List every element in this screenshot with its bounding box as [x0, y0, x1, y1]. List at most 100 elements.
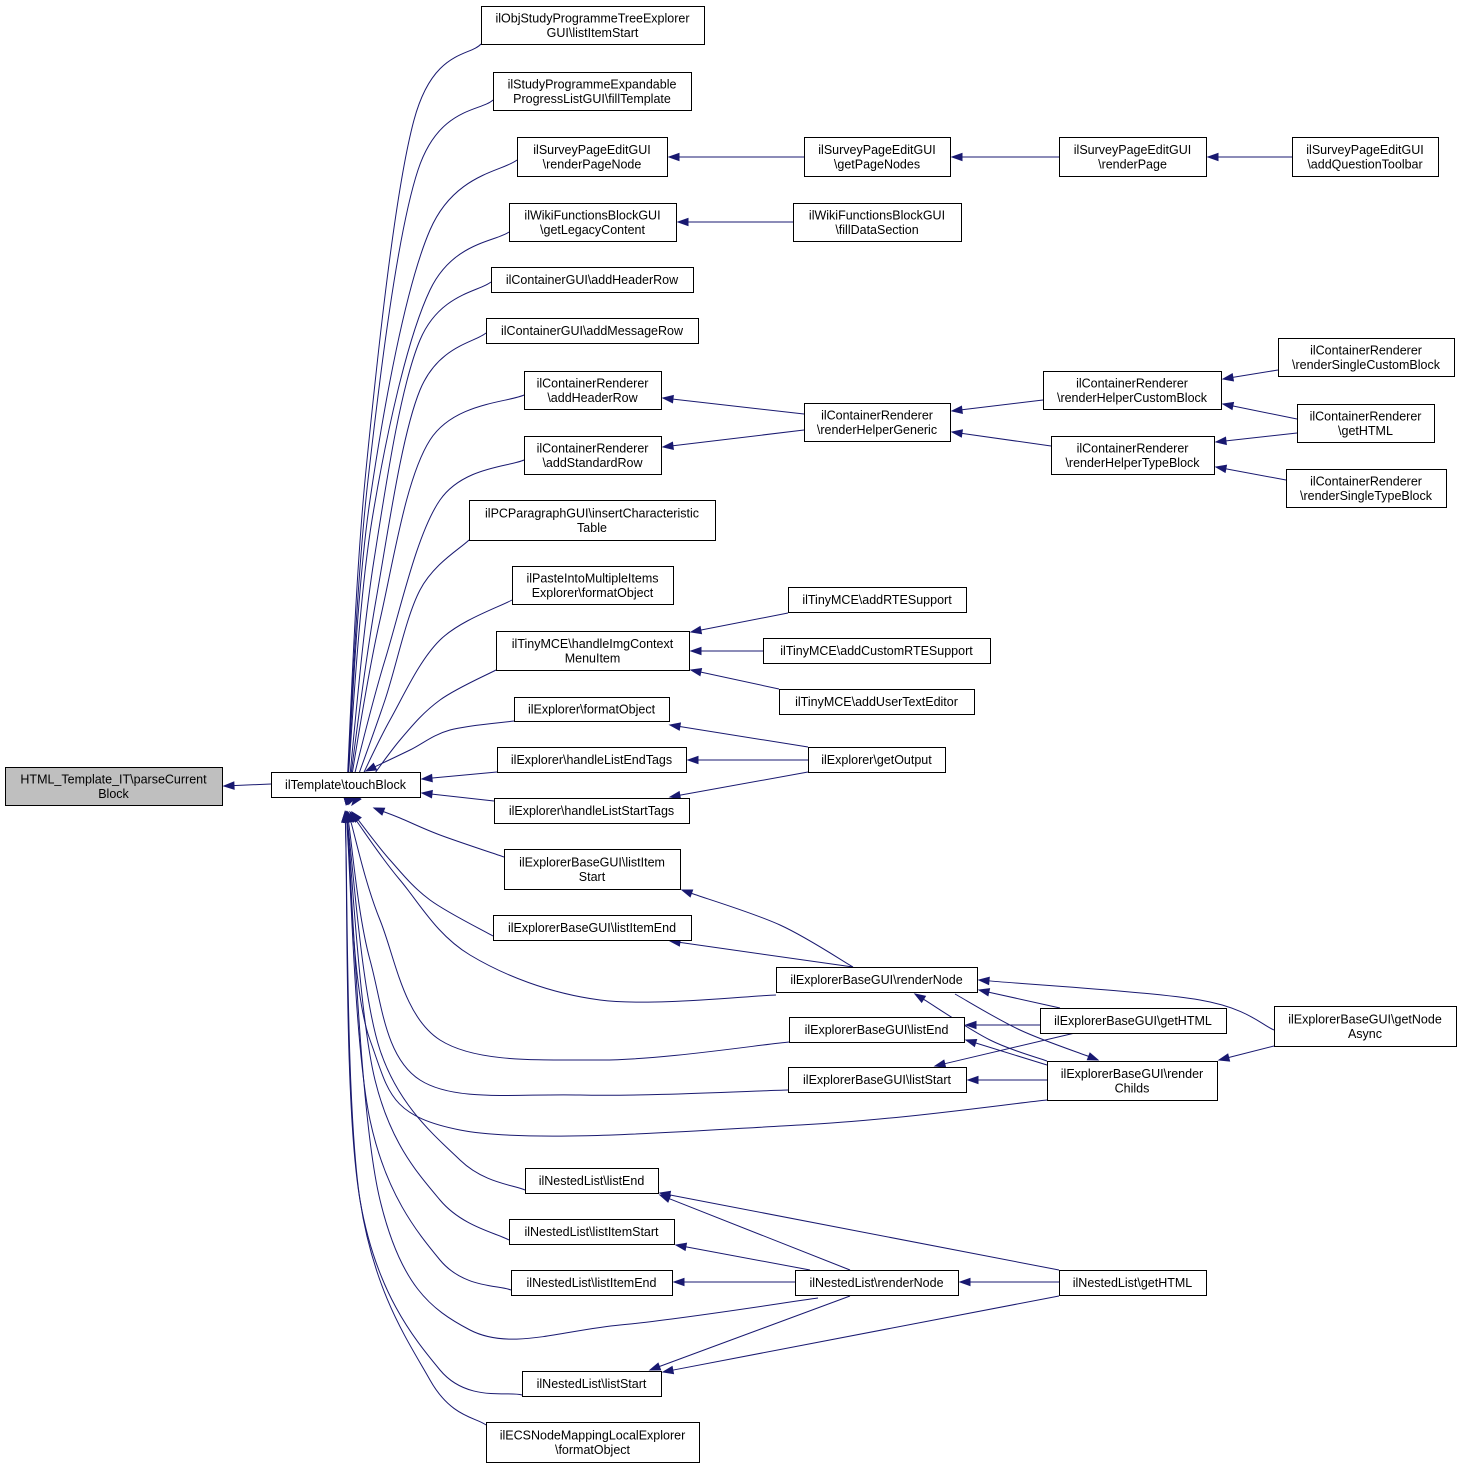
node-box	[271, 772, 421, 798]
node-n34[interactable]: ilNestedList\getHTML	[1059, 1270, 1207, 1296]
node-n12[interactable]: ilContainerRenderer\renderSingleCustomBl…	[1278, 338, 1455, 377]
node-label-line: \renderHelperTypeBlock	[1065, 456, 1200, 470]
edge-line	[1231, 369, 1279, 379]
node-label-line: ilSurveyPageEditGUI	[533, 143, 650, 157]
node-box	[804, 403, 951, 442]
node-label-line: ilExplorerBaseGUI\listItem	[519, 855, 665, 869]
edge-n24-to-n23	[668, 938, 854, 968]
edge-line	[699, 612, 789, 631]
edge-line	[922, 998, 1048, 1062]
edge-n17c-to-n17	[689, 668, 780, 690]
node-n20[interactable]: ilExplorer\handleListStartTags	[494, 798, 690, 824]
node-n17b[interactable]: ilTinyMCE\addCustomRTESupport	[763, 638, 991, 664]
node-n18[interactable]: ilExplorer\formatObject	[514, 697, 670, 722]
node-n21[interactable]: ilExplorer\getOutput	[808, 747, 946, 773]
node-n27[interactable]: ilExplorerBaseGUI\getHTML	[1040, 1008, 1227, 1034]
arrowhead	[689, 668, 703, 677]
node-n33[interactable]: ilNestedList\renderNode	[795, 1270, 959, 1296]
node-n11[interactable]: ilContainerRenderer\renderHelperTypeBloc…	[1051, 436, 1215, 475]
node-n32[interactable]: ilNestedList\listItemEnd	[511, 1270, 673, 1296]
node-n2[interactable]: ilStudyProgrammeExpandableProgressListGU…	[493, 72, 692, 111]
node-n17c[interactable]: ilTinyMCE\addUserTextEditor	[779, 689, 975, 715]
edge-n30-to-touch	[343, 810, 526, 1191]
edge-line	[348, 394, 525, 796]
node-n4[interactable]: ilWikiFunctionsBlockGUI\getLegacyContent	[509, 203, 677, 242]
arrowhead	[680, 889, 694, 898]
node-n6[interactable]: ilContainerGUI\addMessageRow	[486, 318, 699, 344]
edge-n27-to-n26	[933, 1032, 1076, 1068]
node-n1[interactable]: ilObjStudyProgrammeTreeExplorerGUI\listI…	[481, 6, 705, 45]
node-label-line: ilContainerGUI\addHeaderRow	[506, 273, 679, 287]
node-n14[interactable]: ilContainerRenderer\renderSingleTypeBloc…	[1286, 469, 1447, 508]
node-n35[interactable]: ilNestedList\listStart	[522, 1371, 662, 1397]
edge-touch-to-root	[222, 781, 272, 790]
node-label-line: ilExplorerBaseGUI\render	[1061, 1067, 1203, 1081]
node-box	[788, 1067, 967, 1093]
node-n30[interactable]: ilNestedList\listEnd	[525, 1168, 659, 1194]
node-box	[486, 318, 699, 344]
node-label-line: ilWikiFunctionsBlockGUI	[524, 208, 660, 222]
node-label-line: \renderHelperCustomBlock	[1057, 391, 1208, 405]
node-n3[interactable]: ilSurveyPageEditGUI\renderPageNode	[517, 137, 668, 177]
node-n36[interactable]: ilECSNodeMappingLocalExplorer\formatObje…	[486, 1422, 700, 1463]
node-n3b[interactable]: ilSurveyPageEditGUI\renderPage	[1059, 137, 1207, 177]
node-n25[interactable]: ilExplorerBaseGUI\listEnd	[789, 1017, 965, 1043]
node-touch[interactable]: ilTemplate\touchBlock	[271, 772, 421, 798]
arrowhead	[913, 993, 927, 1004]
edge-n13-to-n10	[1221, 401, 1298, 420]
node-label-line: ilSurveyPageEditGUI	[1074, 143, 1191, 157]
node-box	[776, 967, 978, 993]
node-n7[interactable]: ilContainerRenderer\addHeaderRow	[524, 371, 662, 410]
nodes-layer: HTML_Template_IT\parseCurrentBlockilTemp…	[5, 6, 1457, 1463]
arrowhead	[364, 762, 378, 772]
node-n3a[interactable]: ilSurveyPageEditGUI\getPageNodes	[804, 137, 951, 177]
node-n13[interactable]: ilContainerRenderer\getHTML	[1297, 404, 1435, 443]
edge-line	[668, 1197, 851, 1271]
node-label-line: \formatObject	[555, 1443, 631, 1457]
node-box	[5, 767, 223, 806]
node-n26[interactable]: ilExplorerBaseGUI\listStart	[788, 1067, 967, 1093]
arrowhead	[933, 1059, 947, 1068]
node-label-line: ilContainerRenderer	[1076, 376, 1188, 390]
node-label-line: ilExplorerBaseGUI\renderNode	[790, 973, 962, 987]
node-label-line: ilNestedList\listItemStart	[524, 1225, 659, 1239]
arrowhead	[1217, 1053, 1231, 1062]
node-box	[509, 203, 677, 242]
node-n31[interactable]: ilNestedList\listItemStart	[509, 1219, 675, 1245]
node-n3c[interactable]: ilSurveyPageEditGUI\addQuestionToolbar	[1292, 137, 1439, 177]
node-label-line: HTML_Template_IT\parseCurrent	[20, 772, 207, 786]
node-box	[509, 1219, 675, 1245]
arrowhead	[420, 789, 433, 799]
edge-line	[347, 281, 492, 796]
node-n17a[interactable]: ilTinyMCE\addRTESupport	[788, 587, 967, 613]
node-label-line: ilContainerRenderer	[821, 408, 933, 422]
node-n9[interactable]: ilContainerRenderer\renderHelperGeneric	[804, 403, 951, 442]
edge-line	[232, 783, 272, 787]
edge-n22-to-touch	[372, 807, 505, 858]
node-label-line: ilExplorer\handleListEndTags	[511, 753, 672, 767]
node-n10[interactable]: ilContainerRenderer\renderHelperCustomBl…	[1043, 371, 1222, 410]
node-label-line: ilTemplate\touchBlock	[285, 778, 407, 792]
node-box	[491, 267, 694, 293]
edge-n29-to-n24	[977, 976, 1275, 1031]
node-n15[interactable]: ilPCParagraphGUI\insertCharacteristicTab…	[469, 500, 716, 541]
edges-layer	[222, 43, 1298, 1426]
node-n16[interactable]: ilPasteIntoMultipleItemsExplorer\formatO…	[512, 566, 674, 605]
node-label-line: ilObjStudyProgrammeTreeExplorer	[495, 11, 689, 25]
node-n23[interactable]: ilExplorerBaseGUI\listItemEnd	[493, 915, 692, 941]
node-n8[interactable]: ilContainerRenderer\addStandardRow	[524, 436, 662, 475]
node-n22[interactable]: ilExplorerBaseGUI\listItemStart	[504, 849, 681, 890]
node-n4a[interactable]: ilWikiFunctionsBlockGUI\fillDataSection	[793, 203, 962, 242]
edge-n28-to-n25	[964, 1038, 1048, 1066]
edge-n12-to-n10	[1221, 369, 1279, 382]
arrowhead	[341, 810, 350, 823]
node-n19[interactable]: ilExplorer\handleListEndTags	[497, 747, 687, 773]
edge-line	[684, 1246, 811, 1271]
arrowhead	[1214, 464, 1228, 474]
node-n24[interactable]: ilExplorerBaseGUI\renderNode	[776, 967, 978, 993]
node-n5[interactable]: ilContainerGUI\addHeaderRow	[491, 267, 694, 293]
node-box	[525, 1168, 659, 1194]
